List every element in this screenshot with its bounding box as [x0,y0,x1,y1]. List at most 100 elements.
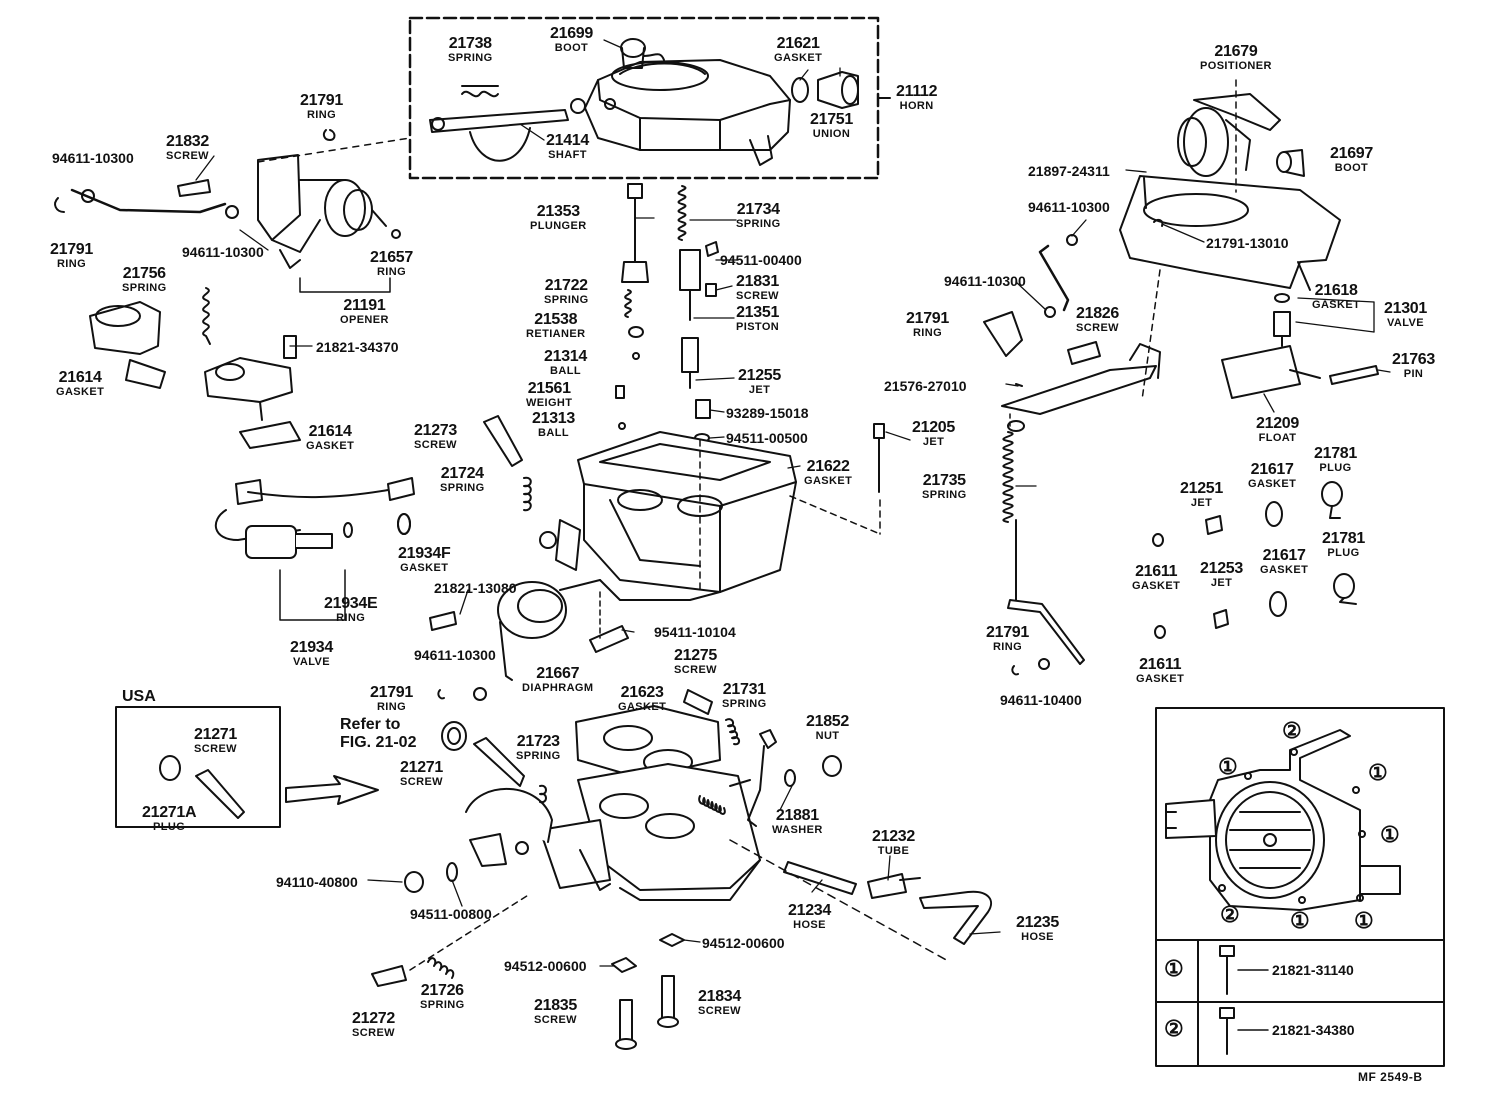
tube-21232 [867,873,921,899]
link-bracket [747,729,777,827]
part-name: SCREW [414,439,457,451]
part-name: DIAPHRAGM [522,682,594,694]
gasket-21621 [791,77,809,103]
part-number: 21275 [674,647,717,664]
boot-21699 [620,38,665,69]
legend-part-1: 21821-31140 [1272,962,1354,978]
part-number: 21255 [738,367,781,384]
washer-21881 [784,769,796,787]
part-number: 21235 [1016,914,1059,931]
part-number: 21667 [536,665,580,682]
part-name: JET [922,436,945,448]
carburetor-body [539,431,797,601]
part-21576-27010: 21576-27010 [884,378,967,394]
part-number: 21271 [194,726,237,743]
inset-callout-1-left: ① [1218,754,1238,779]
part-name: SCREW [352,1027,395,1039]
link-rod [70,188,227,214]
weight-21561 [615,385,625,399]
spring-21723 [539,784,547,804]
part-number: 21191 [343,297,386,314]
part-name: JET [748,384,771,396]
hose-21235 [919,890,993,945]
part-name: OPENER [340,314,389,326]
part-number: 21697 [1330,145,1373,162]
plug-21781b [1333,573,1357,605]
screw-21821-34370 [283,335,297,359]
part-name: VALVE [292,656,331,668]
part-name: GASKET [56,386,105,398]
part-number: 21414 [546,132,589,149]
ring-21657 [391,229,401,239]
part-number: 21832 [166,133,209,150]
part-number: 21614 [58,369,102,386]
part-name: GASKET [1136,673,1185,685]
part-94511-00500: 94511-00500 [726,430,808,446]
ring-94611e [1044,306,1056,318]
part-number: 21679 [1214,43,1258,60]
part-name: SCREW [400,776,443,788]
part-name: PLUNGER [530,220,587,232]
part-number: 21738 [448,35,492,52]
part-name: GASKET [1312,299,1361,311]
part-number: 21622 [806,458,850,475]
jet-21251 [1205,515,1223,535]
part-left-valve-2 [204,357,293,421]
part-number: 21735 [922,472,966,489]
part-94611-10300-c: 94611-10300 [414,647,496,663]
part-number: 21781 [1314,445,1357,462]
ring-21791d [983,311,1023,357]
part-name: NUT [815,730,840,742]
screw-21273 [483,415,523,467]
part-name: GASKET [1260,564,1309,576]
part-number: 21561 [527,380,571,397]
part-name: SPRING [420,999,465,1011]
part-name: GASKET [804,475,853,487]
jet-21205 [873,423,885,493]
part-number: 21253 [1200,560,1243,577]
part-name: RING [306,109,337,121]
gasket-21617a [1265,501,1283,527]
ring-21791e [1011,665,1019,676]
part-number: 21273 [414,422,457,439]
inset-screw-2 [1219,1007,1235,1055]
part-name: WASHER [772,824,823,836]
inset-callout-1-bottom-right: ① [1354,908,1374,933]
inset-screw-1 [1219,945,1235,995]
diaphragm-21667 [497,579,601,681]
gasket-21623 [575,705,721,779]
screw-21821-13080 [429,611,457,631]
part-name: POSITIONER [1200,60,1272,72]
ring-94611c [473,687,487,701]
part-number: 21781 [1322,530,1365,547]
part-name: RING [56,258,87,270]
part-93289-15018: 93289-15018 [726,405,809,421]
part-number: 21621 [776,35,820,52]
boot-21697 [1276,149,1305,177]
